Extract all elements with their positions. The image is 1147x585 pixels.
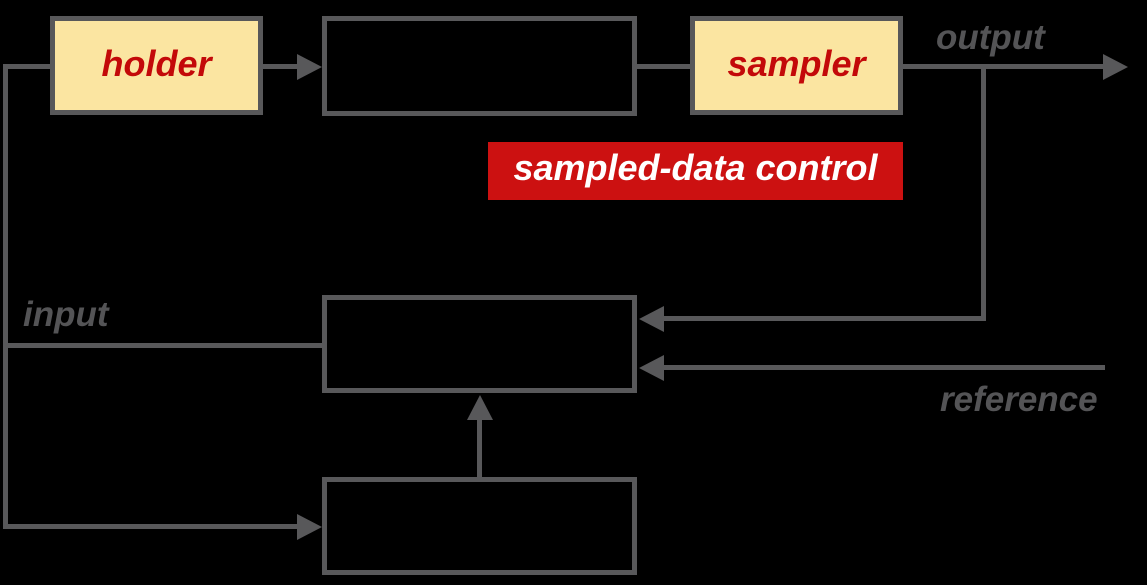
arrowhead-reference [639,355,664,381]
top-empty-box [322,16,637,116]
connector-bottom-box-to-middle-box [477,418,482,479]
holder-box: holder [50,16,263,115]
connector-left-rail [3,64,8,529]
middle-empty-box [322,295,637,393]
arrowhead-to-bottom-box [297,514,322,540]
arrowhead-holder-to-top-box [297,54,322,80]
connector-output-line [903,64,1104,69]
sampler-box: sampler [690,16,903,115]
holder-box-label: holder [101,42,212,84]
connector-rail-to-holder [3,64,50,69]
connector-holder-to-top-box [263,64,299,69]
input-label: input [23,295,109,334]
connector-output-branch-down [981,64,986,321]
arrowhead-up [467,395,493,420]
sampler-box-label: sampler [727,42,866,84]
connector-rail-to-bottom-box [3,524,299,529]
connector-input-to-middle-box [3,343,322,348]
arrowhead-output [1103,54,1128,80]
arrowhead-feedback [639,306,664,332]
connector-feedback-to-middle-box [664,316,986,321]
connector-reference-to-middle-box [664,365,1105,370]
sampled-data-control-banner: sampled-data control [488,142,903,200]
bottom-empty-box [322,477,637,575]
reference-label: reference [940,380,1098,419]
connector-top-box-to-sampler [635,64,690,69]
output-label: output [936,18,1045,57]
sampled-data-control-banner-label: sampled-data control [513,147,878,188]
